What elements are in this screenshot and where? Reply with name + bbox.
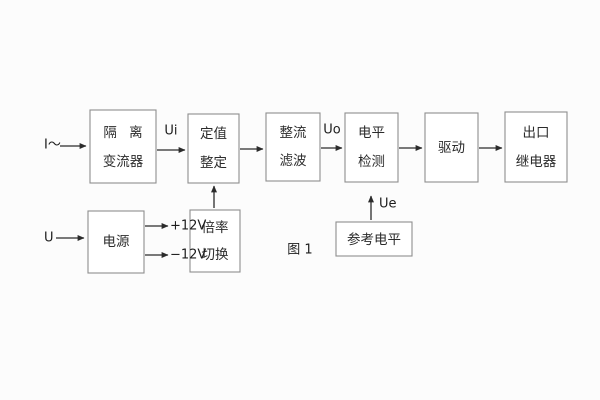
block-rectify-filter-line1: 整流 bbox=[280, 125, 307, 141]
block-driver-rect bbox=[424, 112, 479, 183]
block-multiplier-switch: 倍率 切换 bbox=[189, 209, 241, 273]
block-driver-line1: 驱动 bbox=[438, 140, 465, 156]
block-setting-value-line2: 整定 bbox=[200, 155, 227, 171]
block-power-supply-rect bbox=[87, 210, 145, 274]
label-rail-positive: +12V bbox=[170, 219, 206, 234]
block-rectify-filter: 整流 滤波 bbox=[265, 112, 321, 182]
block-output-relay: 出口 继电器 bbox=[504, 111, 568, 183]
block-level-detect: 电平 检测 bbox=[344, 112, 399, 183]
block-driver: 驱动 bbox=[424, 112, 479, 183]
block-setting-value-line1: 定值 bbox=[200, 126, 227, 142]
block-level-detect-rect bbox=[344, 112, 399, 183]
block-power-supply: 电源 bbox=[87, 210, 145, 274]
label-rail-negative: −12V bbox=[170, 248, 206, 263]
block-output-relay-line2: 继电器 bbox=[516, 154, 557, 170]
block-reference-level-rect bbox=[335, 221, 413, 257]
block-isolation-transformer-line1: 隔 离 bbox=[103, 124, 146, 141]
block-isolation-transformer: 隔 离 变流器 bbox=[89, 109, 157, 184]
block-multiplier-switch-line1: 倍率 bbox=[202, 219, 229, 236]
label-ue: Ue bbox=[379, 197, 397, 212]
label-uo: Uo bbox=[323, 123, 341, 138]
block-level-detect-line1: 电平 bbox=[358, 125, 385, 141]
block-power-supply-line1: 电源 bbox=[103, 234, 130, 250]
block-reference-level-line1: 参考电平 bbox=[347, 231, 401, 248]
block-output-relay-rect bbox=[504, 111, 568, 183]
figure-caption: 图 1 bbox=[287, 243, 312, 258]
label-current-input: I～ bbox=[44, 138, 61, 153]
block-output-relay-line1: 出口 bbox=[523, 125, 550, 141]
block-rectify-filter-line2: 滤波 bbox=[280, 153, 307, 169]
block-isolation-transformer-rect bbox=[89, 109, 157, 184]
block-setting-value-rect bbox=[187, 113, 240, 184]
block-level-detect-line2: 检测 bbox=[358, 154, 385, 170]
block-multiplier-switch-line2: 切换 bbox=[202, 247, 229, 263]
block-rectify-filter-rect bbox=[265, 112, 321, 182]
label-ui: Ui bbox=[164, 124, 177, 139]
block-multiplier-switch-rect bbox=[189, 209, 241, 273]
block-reference-level: 参考电平 bbox=[335, 221, 413, 257]
label-voltage-input: U bbox=[44, 231, 54, 246]
block-isolation-transformer-line2: 变流器 bbox=[103, 154, 144, 170]
block-setting-value: 定值 整定 bbox=[187, 113, 240, 184]
